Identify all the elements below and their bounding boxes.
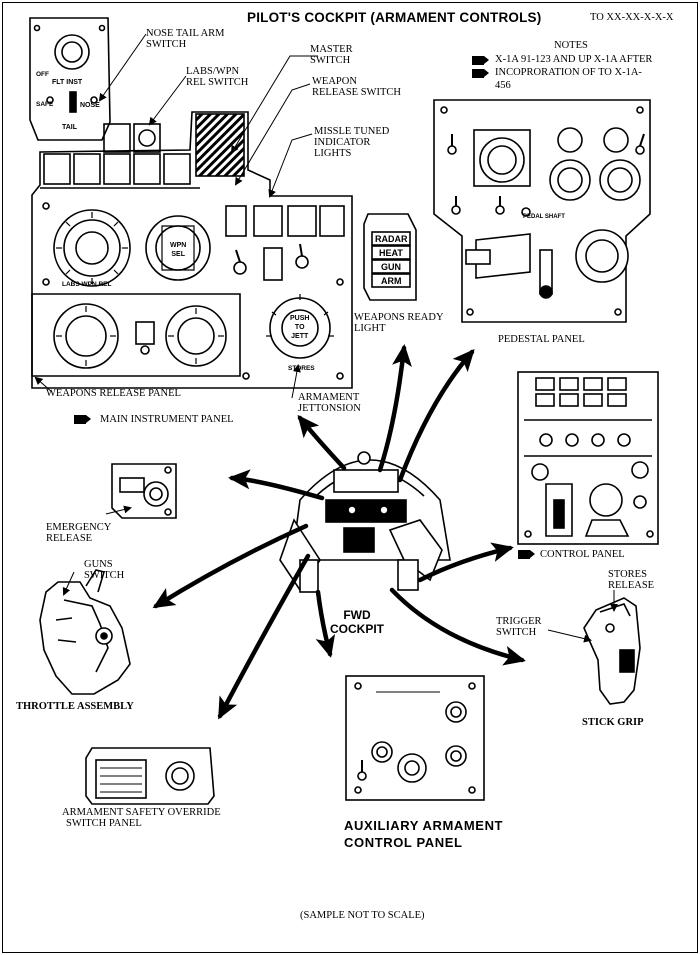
note-flag-icon: [74, 415, 91, 424]
note-flag-icon: [518, 550, 535, 559]
ready-light-radar: RADAR: [375, 234, 408, 244]
callout-main-instrument-panel: MAIN INSTRUMENT PANEL: [100, 414, 234, 425]
weapons-ready-light-box: [363, 213, 417, 301]
ready-light-gun: GUN: [381, 262, 401, 272]
callout-weapons-release-panel: WEAPONS RELEASE PANEL: [46, 388, 181, 399]
pedal-shaft-label: PEDAL SHAFT: [523, 214, 565, 220]
note-flag-icon: [472, 69, 489, 78]
notes-heading: NOTES: [554, 40, 588, 51]
throttle-assembly-art: [39, 569, 131, 695]
stick-grip-art: [583, 597, 641, 705]
ready-light-heat: HEAT: [379, 248, 403, 258]
callout-stick-grip: STICK GRIP: [582, 717, 644, 728]
radial-arrows: [152, 344, 526, 720]
main-instrument-panel: [29, 17, 353, 389]
notes-line-3: 456: [495, 80, 511, 91]
safe-label: SAFE: [36, 101, 54, 108]
emergency-release-art: [111, 463, 177, 519]
page-title: PILOT'S COCKPIT (ARMAMENT CONTROLS): [247, 10, 542, 25]
ready-light-arm: ARM: [381, 276, 402, 286]
callout-control-panel: CONTROL PANEL: [540, 549, 625, 560]
leader-lines: [34, 33, 618, 643]
pedestal-panel-art: [433, 99, 651, 323]
notes-line-1: X-1A 91-123 AND UP X-1A AFTER: [495, 54, 653, 65]
callout-pedestal-panel: PEDESTAL PANEL: [498, 334, 585, 345]
control-panel-art: [517, 371, 659, 545]
fwd-cockpit-art: [279, 451, 451, 593]
callout-throttle-assembly: THROTTLE ASSEMBLY: [16, 701, 134, 712]
labs-wpn-rel-label: LABS WPN REL: [62, 281, 112, 288]
armament-safety-override-art: [85, 747, 215, 805]
to-number: TO XX-XX-X-X-X: [590, 12, 674, 23]
footer-note: (SAMPLE NOT TO SCALE): [300, 910, 425, 921]
off-label: OFF: [36, 71, 49, 78]
nose-label: NOSE: [80, 102, 100, 109]
gauge-ticks: [56, 212, 334, 366]
notes-line-2: INCOPRORATION OF TO X-1A-: [495, 67, 642, 78]
stores-label: STORES: [288, 365, 315, 372]
note-flag-icon: [472, 56, 489, 65]
flt-inst-label: FLT INST: [52, 79, 83, 86]
aux-armament-panel-art: [345, 675, 485, 801]
tail-label: TAIL: [62, 124, 78, 131]
nose-tail-arm-box: [29, 17, 111, 141]
